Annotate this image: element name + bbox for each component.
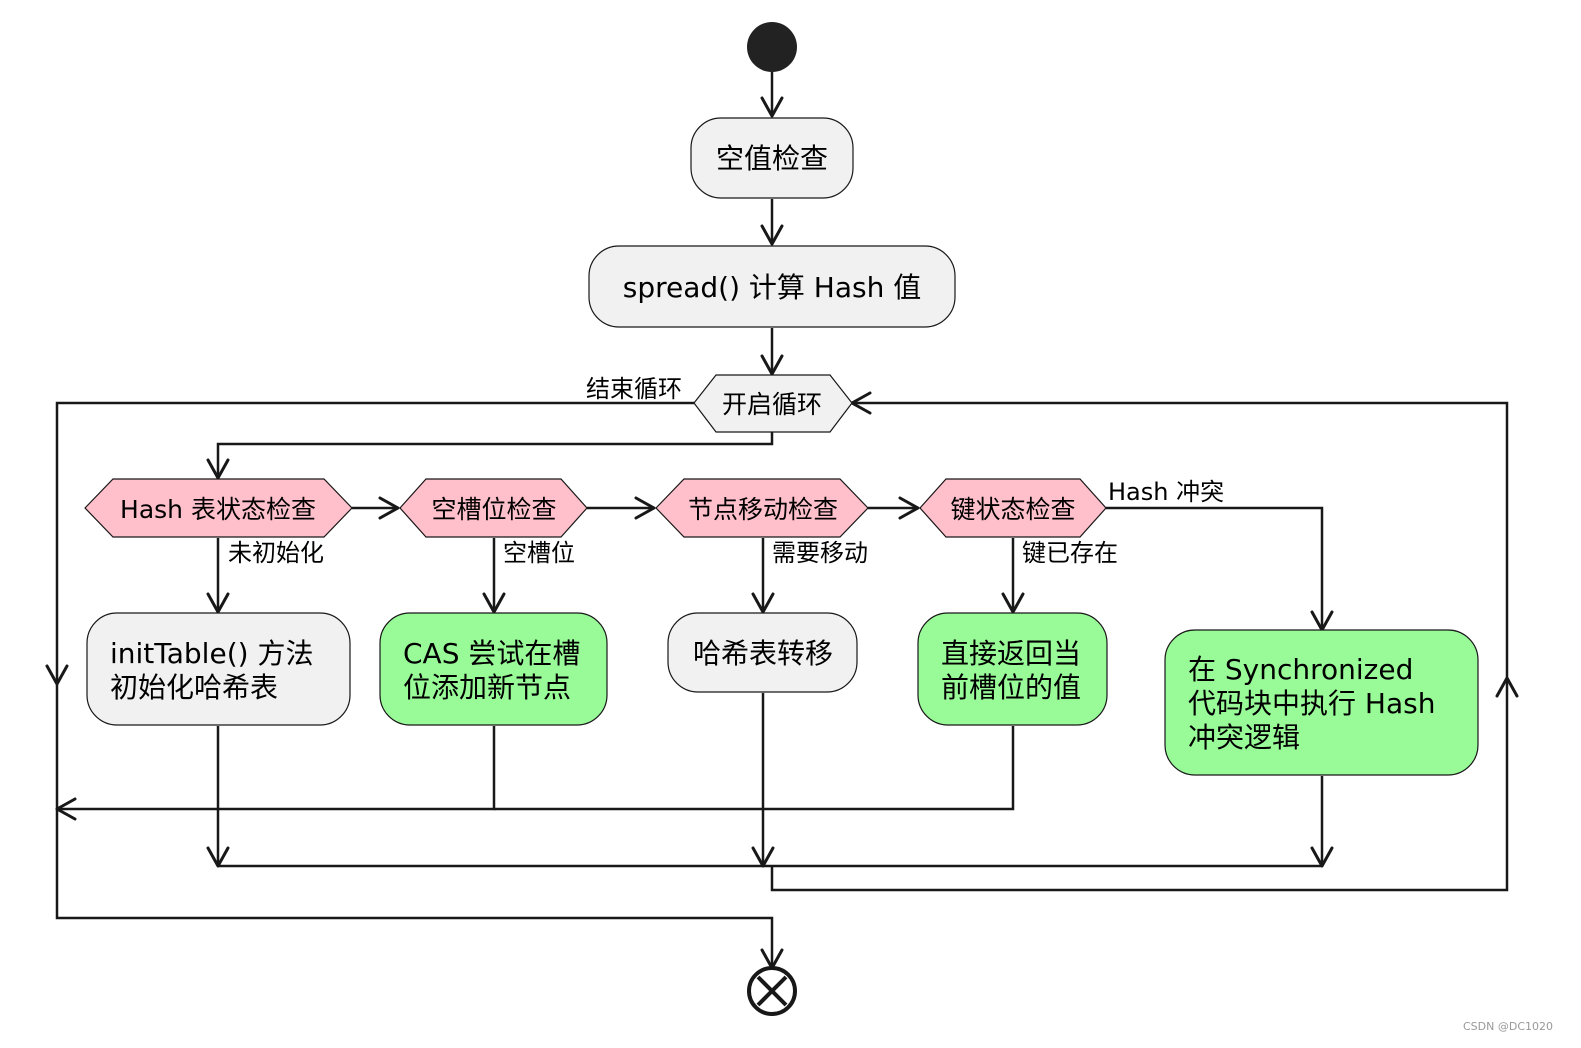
init-table-line-2: 初始化哈希表: [110, 671, 278, 704]
transfer-label: 哈希表转移: [693, 637, 833, 670]
empty-slot-check-decision: 空槽位检查: [399, 478, 588, 538]
table-state-check-label: Hash 表状态检查: [120, 495, 316, 524]
end-loop-label: 结束循环: [586, 375, 682, 403]
return-value-node: 直接返回当 前槽位的值: [917, 612, 1108, 726]
arrowheads: [45, 96, 1519, 970]
start-node: [747, 22, 797, 72]
null-check-node: 空值检查: [690, 117, 854, 199]
not-initialized-label: 未初始化: [228, 539, 324, 567]
node-move-check-decision: 节点移动检查: [655, 478, 869, 538]
return-value-line-2: 前槽位的值: [941, 671, 1081, 704]
key-state-check-decision: 键状态检查: [919, 478, 1107, 538]
hash-conflict-label: Hash 冲突: [1108, 478, 1224, 506]
loop-start-label: 开启循环: [722, 390, 822, 419]
synchronized-line-2: 代码块中执行 Hash: [1188, 687, 1435, 720]
table-state-check-decision: Hash 表状态检查: [84, 478, 353, 538]
loop-start-node: 开启循环: [693, 374, 853, 433]
spread-hash-label: spread() 计算 Hash 值: [623, 271, 922, 304]
cas-add-node: CAS 尝试在槽 位添加新节点: [379, 612, 608, 726]
key-state-check-label: 键状态检查: [950, 495, 1075, 524]
needs-move-label: 需要移动: [772, 539, 868, 567]
transfer-node: 哈希表转移: [667, 612, 858, 693]
init-table-line-1: initTable() 方法: [110, 637, 313, 670]
return-value-line-1: 直接返回当: [941, 637, 1081, 670]
cas-add-line-2: 位添加新节点: [403, 671, 571, 704]
key-exists-label: 键已存在: [1022, 539, 1118, 567]
spread-hash-node: spread() 计算 Hash 值: [588, 245, 956, 328]
synchronized-line-3: 冲突逻辑: [1188, 721, 1300, 754]
flow-lines: [55, 72, 1509, 968]
synchronized-conflict-node: 在 Synchronized 代码块中执行 Hash 冲突逻辑: [1164, 629, 1479, 776]
null-check-label: 空值检查: [716, 142, 828, 175]
watermark: CSDN @DC1020: [1463, 1020, 1553, 1033]
synchronized-line-1: 在 Synchronized: [1188, 653, 1413, 686]
end-node: [747, 966, 797, 1016]
empty-slot-check-label: 空槽位检查: [431, 495, 556, 524]
node-move-check-label: 节点移动检查: [688, 495, 838, 524]
init-table-node: initTable() 方法 初始化哈希表: [86, 612, 351, 726]
cas-add-line-1: CAS 尝试在槽: [403, 637, 580, 670]
empty-slot-label: 空槽位: [503, 539, 575, 567]
